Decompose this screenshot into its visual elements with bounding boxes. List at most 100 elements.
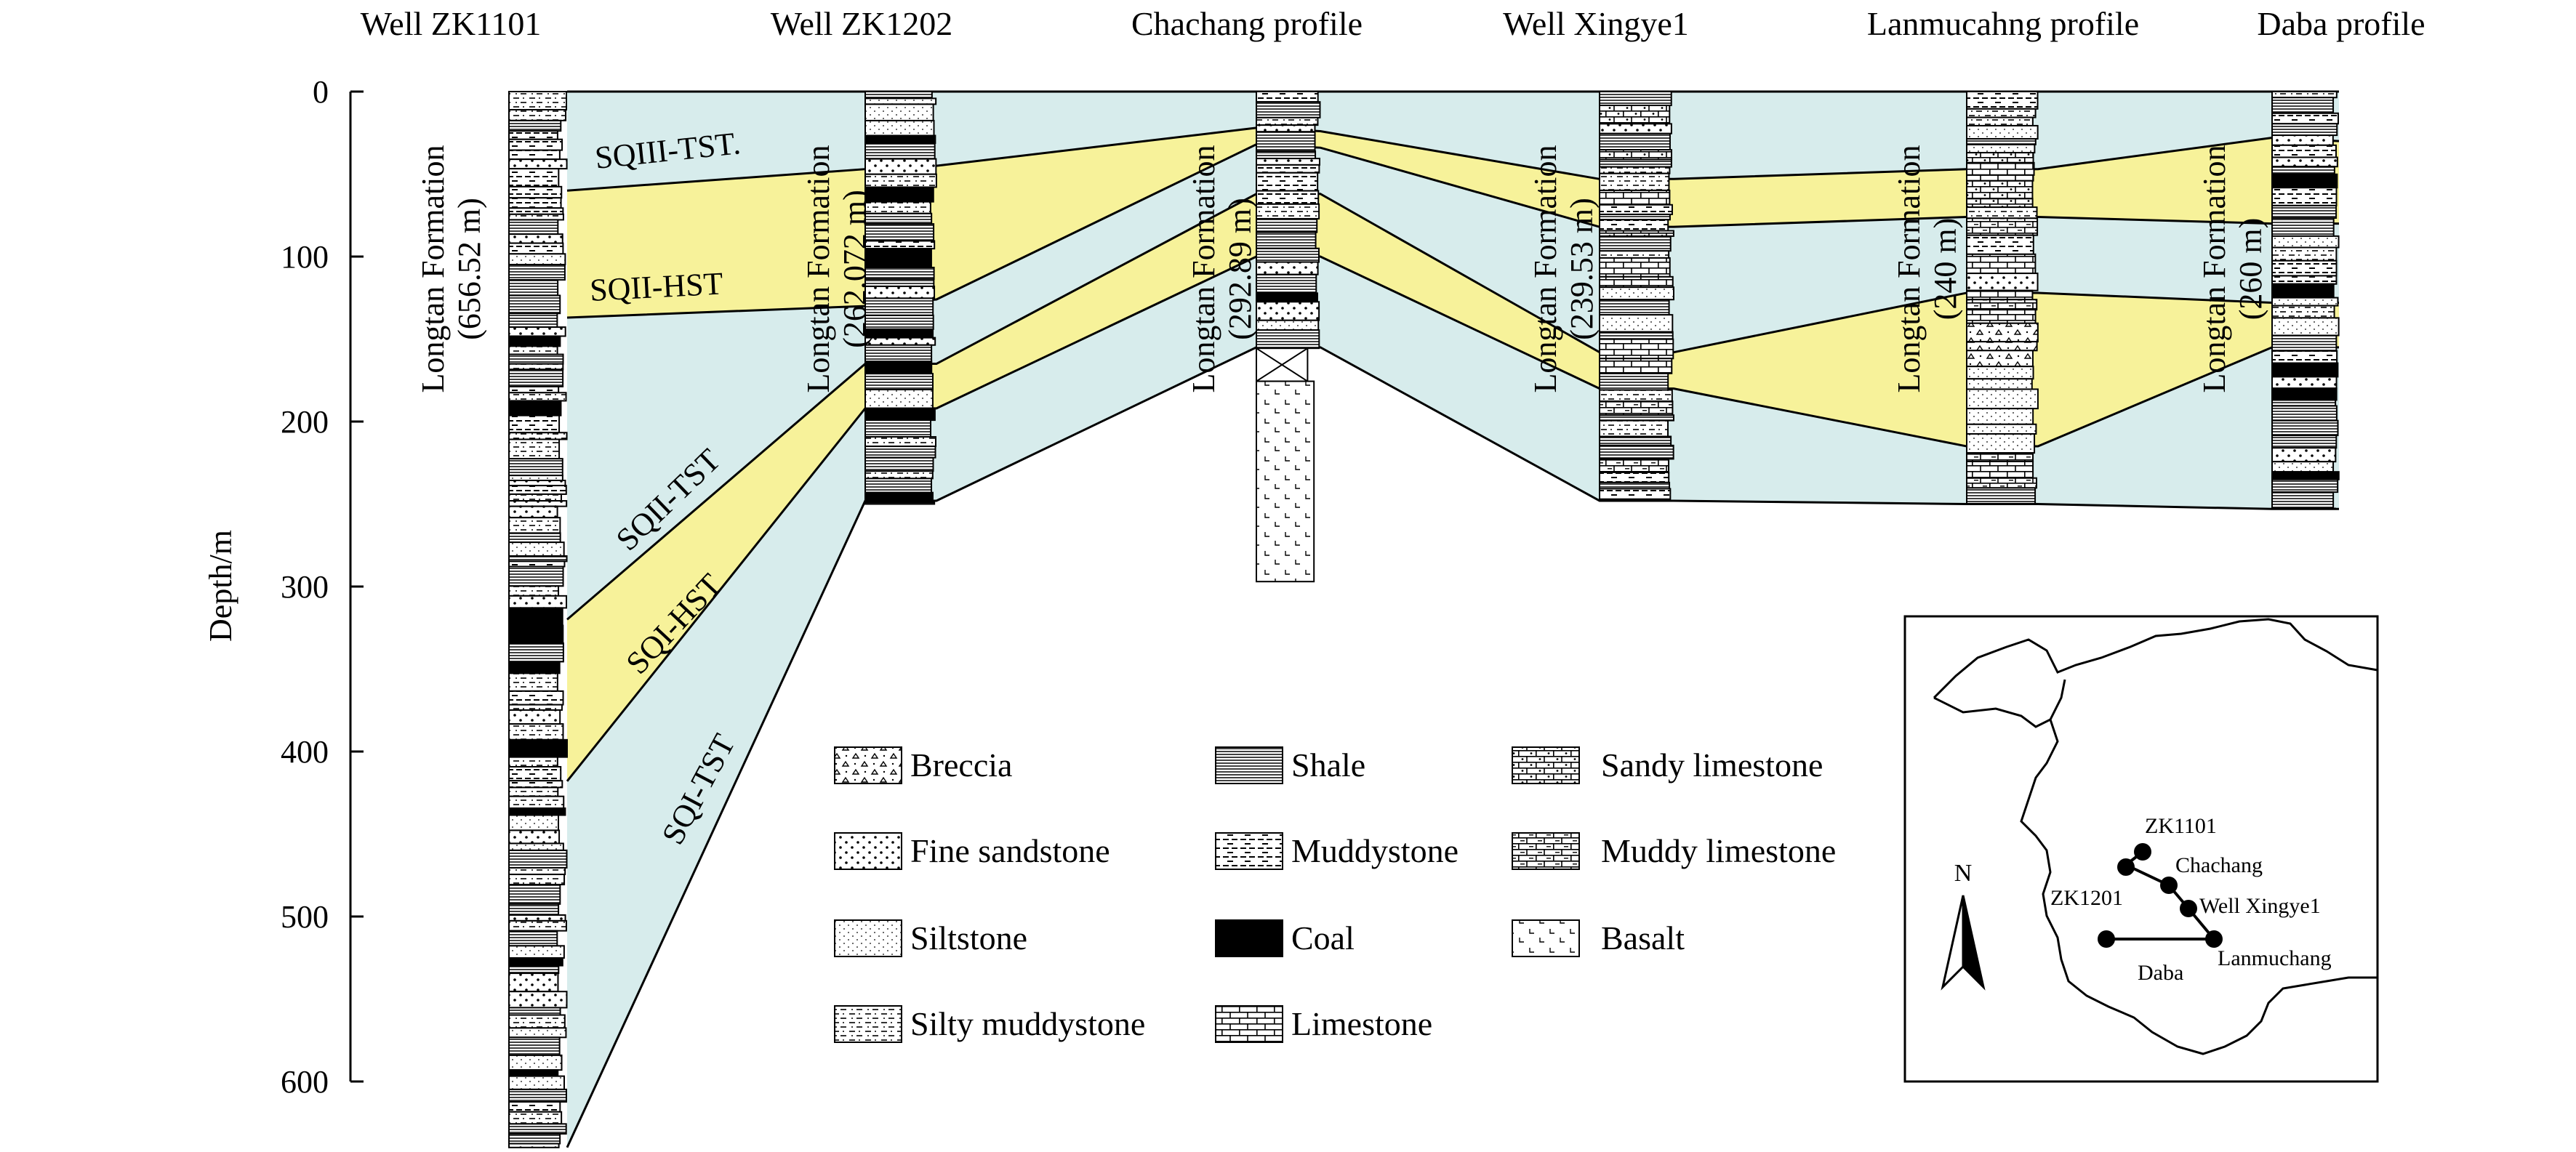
- lithology-bed: [2271, 134, 2334, 146]
- lithology-bed: [508, 500, 568, 507]
- legend-label-breccia: Breccia: [910, 746, 1012, 784]
- legend-item-breccia: Breccia: [834, 746, 1012, 784]
- lithology-bed: [1966, 91, 2039, 110]
- legend-label-muddy-limestone: Muddy limestone: [1601, 832, 1836, 869]
- lithology-bed: [2271, 435, 2338, 449]
- lithology-bed: [1256, 190, 1320, 205]
- lithology-bed: [1966, 180, 2034, 200]
- lithology-bed: [508, 1132, 561, 1145]
- lithology-bed: [508, 213, 564, 221]
- lithology-bed: [1966, 322, 2039, 343]
- lithology-bed: [508, 829, 561, 845]
- depth-tick-label: 400: [281, 734, 329, 770]
- depth-tick-label: 500: [281, 899, 329, 935]
- lithology-bed: [1599, 166, 1671, 174]
- lithology-bed: [1966, 174, 2034, 182]
- lithology-bed: [508, 1088, 567, 1103]
- lithology-bed: [864, 142, 936, 160]
- lithology-bed: [2271, 275, 2338, 285]
- site-marker-daba: [2098, 930, 2115, 948]
- lithology-bed: [508, 919, 567, 932]
- lithology-bed: [1599, 389, 1673, 403]
- lithology-bed: [508, 130, 558, 140]
- lithology-bed: [1966, 408, 2034, 425]
- lithology-bed: [1599, 444, 1674, 460]
- formation-thickness-zk1202: (262.072 m): [837, 190, 872, 348]
- lithology-bed: [2271, 91, 2338, 99]
- lithology-bed: [864, 373, 934, 391]
- legend-item-coal: Coal: [1215, 919, 1355, 957]
- lithology-bed: [1256, 273, 1317, 294]
- lithology-bed: [1256, 203, 1320, 219]
- lithology-bed: [864, 337, 936, 346]
- lithology-bed: [508, 353, 564, 365]
- lithology-bed: [864, 223, 935, 242]
- lithology-bed: [2271, 471, 2340, 480]
- lithology-bed: [2271, 387, 2338, 401]
- lithology-bed: [1599, 132, 1671, 151]
- legend-label-muddystone: Muddystone: [1291, 832, 1458, 869]
- site-marker-chachang: [2160, 877, 2178, 894]
- lithology-bed: [508, 1111, 563, 1125]
- lithology-bed: [864, 328, 934, 339]
- legend-item-basalt: Basalt: [1512, 919, 1685, 957]
- lithology-bed: [864, 173, 937, 188]
- inset-map-boundary-upper: [1933, 679, 2066, 728]
- lithology-bed: [1599, 204, 1673, 215]
- lithology-bed: [508, 814, 559, 831]
- lithology-bed: [508, 1014, 566, 1029]
- depth-axis-label: Depth/m: [203, 530, 238, 642]
- lithology-bed: [1256, 131, 1316, 152]
- lithology-bed: [864, 407, 936, 422]
- lithology-bed: [1599, 230, 1674, 237]
- site-label-zk1201: ZK1201: [2050, 886, 2123, 910]
- sequence-band: [567, 257, 2339, 1148]
- lithology-bed: [1256, 329, 1320, 350]
- site-label-lanmuchang: Lanmuchang: [2218, 946, 2332, 970]
- legend-item-siltstone: Siltstone: [834, 919, 1027, 957]
- lithology-bed: [508, 185, 563, 199]
- lithology-bed: [508, 585, 560, 597]
- column-title-daba: Daba profile: [2257, 5, 2425, 42]
- lithology-bed: [1599, 299, 1670, 316]
- lithology-bed: [1599, 105, 1671, 125]
- lithology-bed: [508, 493, 562, 502]
- lithology-bed: [1966, 206, 2038, 219]
- site-marker-zk1101: [2134, 843, 2151, 861]
- lithology-bed: [2271, 123, 2338, 137]
- legend-swatch-coal: [1215, 919, 1283, 957]
- lithology-bed: [864, 491, 934, 504]
- legend-swatch-shale: [1215, 746, 1283, 784]
- lithology-bed: [1966, 477, 2037, 489]
- lithology-bed: [508, 400, 562, 416]
- lithology-bed: [1966, 350, 2034, 368]
- lithology-bed: [508, 842, 564, 851]
- lithology-bed: [1256, 292, 1318, 303]
- lithology-bed: [508, 786, 559, 797]
- legend-swatch-silty-muddystone: [834, 1005, 902, 1043]
- lithology-bed: [508, 972, 559, 993]
- lithology-bed: [1966, 341, 2038, 352]
- lithology-bed: [508, 138, 563, 151]
- lithology-bed: [864, 248, 932, 268]
- lithology-bed: [2271, 166, 2335, 175]
- column-chachang: [1256, 91, 1321, 583]
- lithology-bed: [508, 1027, 567, 1039]
- lithology-bed: [508, 479, 566, 487]
- lithology-bed: [864, 91, 933, 100]
- lithology-bed: [1256, 172, 1319, 192]
- column-zk1202: [864, 91, 937, 505]
- lithology-bed: [508, 385, 560, 394]
- legend-swatch-breccia: [834, 746, 902, 784]
- lithology-bed: [1599, 471, 1670, 483]
- formation-thickness-chachang: (292.89 m): [1222, 198, 1258, 340]
- lithology-bed: [1256, 217, 1318, 233]
- lithology-bed: [2271, 246, 2338, 262]
- lithology-bed: [1966, 273, 2039, 291]
- lithology-bed: [508, 335, 561, 347]
- lithology-bed: [1599, 331, 1674, 340]
- lithology-bed: [2271, 112, 2339, 125]
- lithology-bed: [1256, 91, 1319, 103]
